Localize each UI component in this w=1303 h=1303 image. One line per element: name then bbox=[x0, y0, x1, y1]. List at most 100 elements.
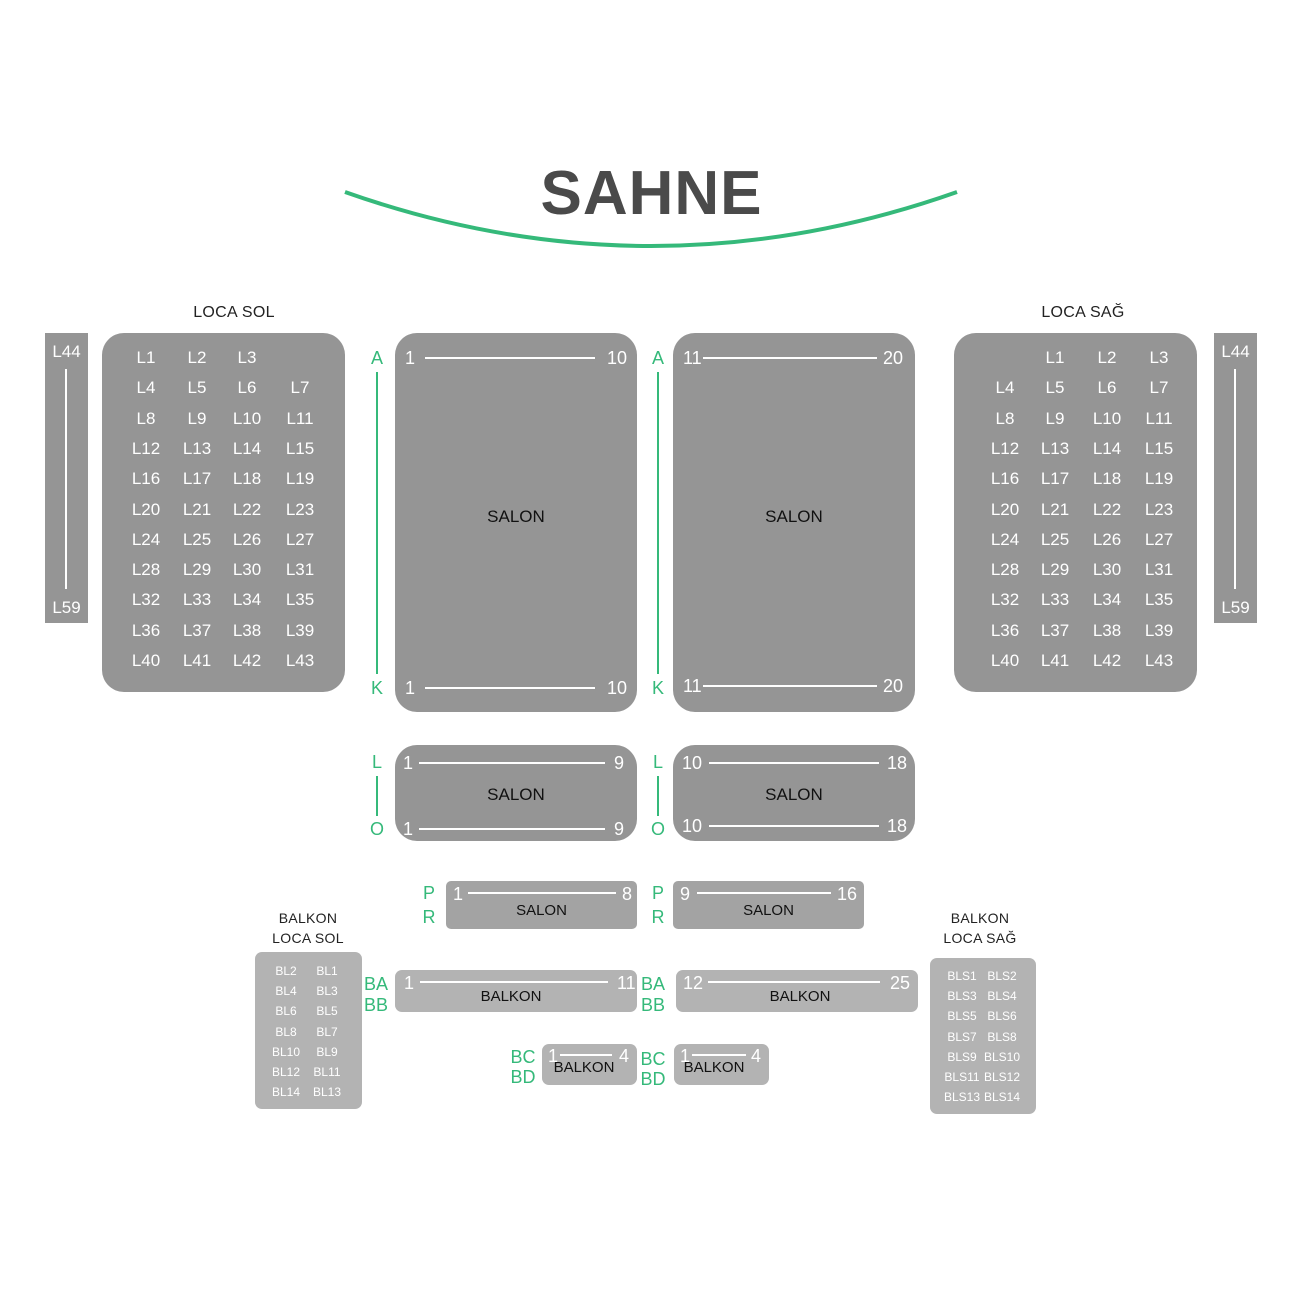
seat-l18[interactable]: L18 bbox=[232, 469, 262, 489]
seat-l8[interactable]: L8 bbox=[995, 408, 1015, 428]
seat-l22[interactable]: L22 bbox=[1092, 499, 1122, 519]
seat-l27[interactable]: L27 bbox=[1144, 529, 1174, 549]
seat-l7[interactable]: L7 bbox=[1149, 378, 1169, 398]
seat-l12[interactable]: L12 bbox=[131, 438, 161, 458]
seat-l41[interactable]: L41 bbox=[182, 651, 212, 670]
seat-l24[interactable]: L24 bbox=[131, 529, 161, 549]
seat-l14[interactable]: L14 bbox=[232, 438, 262, 458]
seat-l17[interactable]: L17 bbox=[182, 469, 212, 489]
seat-l2[interactable]: L2 bbox=[1097, 348, 1117, 367]
seat-l31[interactable]: L31 bbox=[1144, 560, 1174, 580]
seat-l1[interactable]: L1 bbox=[1045, 348, 1065, 367]
seat-l15[interactable]: L15 bbox=[1144, 438, 1174, 458]
seat-l29[interactable]: L29 bbox=[1040, 560, 1070, 580]
seat-l42[interactable]: L42 bbox=[232, 651, 262, 670]
seat-l1[interactable]: L1 bbox=[136, 348, 156, 367]
balkon-cd-right[interactable]: 1 4 BALKON bbox=[674, 1044, 769, 1085]
seat-l38[interactable]: L38 bbox=[1092, 620, 1122, 640]
seat-bl3[interactable]: BL3 bbox=[316, 984, 338, 999]
seat-l37[interactable]: L37 bbox=[182, 620, 212, 640]
seat-l6[interactable]: L6 bbox=[237, 378, 257, 398]
seat-l12[interactable]: L12 bbox=[990, 438, 1020, 458]
seat-bl14[interactable]: BL14 bbox=[271, 1085, 301, 1100]
seat-l6[interactable]: L6 bbox=[1097, 378, 1117, 398]
seat-l39[interactable]: L39 bbox=[1144, 620, 1174, 640]
seat-bl2[interactable]: BL2 bbox=[275, 964, 297, 978]
seat-l24[interactable]: L24 bbox=[990, 529, 1020, 549]
seat-l23[interactable]: L23 bbox=[285, 499, 315, 519]
seat-l39[interactable]: L39 bbox=[285, 620, 315, 640]
seat-bls5[interactable]: BLS5 bbox=[947, 1009, 977, 1024]
seat-l13[interactable]: L13 bbox=[1040, 438, 1070, 458]
seat-bl8[interactable]: BL8 bbox=[275, 1024, 297, 1039]
seat-l28[interactable]: L28 bbox=[990, 560, 1020, 580]
seat-l17[interactable]: L17 bbox=[1040, 469, 1070, 489]
seat-l20[interactable]: L20 bbox=[990, 499, 1020, 519]
seat-bls8[interactable]: BLS8 bbox=[987, 1029, 1017, 1044]
seat-l29[interactable]: L29 bbox=[182, 560, 212, 580]
seat-l25[interactable]: L25 bbox=[182, 529, 212, 549]
seat-l2[interactable]: L2 bbox=[187, 348, 207, 367]
seat-l3[interactable]: L3 bbox=[1149, 348, 1169, 367]
seat-l9[interactable]: L9 bbox=[187, 408, 207, 428]
seat-l7[interactable]: L7 bbox=[290, 378, 310, 398]
seat-l38[interactable]: L38 bbox=[232, 620, 262, 640]
salon-pr-left[interactable]: 1 8 SALON bbox=[446, 881, 637, 929]
seat-l41[interactable]: L41 bbox=[1040, 651, 1070, 670]
balkon-ab-left[interactable]: 1 11 BALKON bbox=[395, 970, 637, 1012]
seat-l28[interactable]: L28 bbox=[131, 560, 161, 580]
seat-bls4[interactable]: BLS4 bbox=[987, 989, 1017, 1004]
seat-l36[interactable]: L36 bbox=[131, 620, 161, 640]
seat-bls9[interactable]: BLS9 bbox=[947, 1049, 977, 1064]
seat-l5[interactable]: L5 bbox=[1045, 378, 1065, 398]
seat-bls2[interactable]: BLS2 bbox=[987, 969, 1017, 983]
seat-l21[interactable]: L21 bbox=[1040, 499, 1070, 519]
seat-bls10[interactable]: BLS10 bbox=[983, 1049, 1021, 1064]
seat-bl10[interactable]: BL10 bbox=[271, 1044, 301, 1059]
salon-mid-right[interactable]: 10 18 SALON 10 18 bbox=[673, 745, 915, 841]
seat-l20[interactable]: L20 bbox=[131, 499, 161, 519]
seat-bl13[interactable]: BL13 bbox=[312, 1085, 342, 1100]
balkon-cd-left[interactable]: 1 4 BALKON bbox=[542, 1044, 637, 1085]
seat-l33[interactable]: L33 bbox=[1040, 590, 1070, 610]
seat-l36[interactable]: L36 bbox=[990, 620, 1020, 640]
seat-bl7[interactable]: BL7 bbox=[316, 1024, 338, 1039]
seat-l16[interactable]: L16 bbox=[131, 469, 161, 489]
seat-bls6[interactable]: BLS6 bbox=[987, 1009, 1017, 1024]
salon-main-right[interactable]: 11 20 SALON 11 20 bbox=[673, 333, 915, 712]
seat-bls11[interactable]: BLS11 bbox=[944, 1070, 980, 1084]
seat-l19[interactable]: L19 bbox=[285, 469, 315, 489]
seat-l16[interactable]: L16 bbox=[990, 469, 1020, 489]
seat-bls7[interactable]: BLS7 bbox=[947, 1029, 977, 1044]
seat-l42[interactable]: L42 bbox=[1092, 651, 1122, 670]
seat-l30[interactable]: L30 bbox=[232, 560, 262, 580]
seat-bl1[interactable]: BL1 bbox=[316, 964, 338, 978]
seat-l30[interactable]: L30 bbox=[1092, 560, 1122, 580]
seat-l34[interactable]: L34 bbox=[1092, 590, 1122, 610]
seat-bl11[interactable]: BL11 bbox=[313, 1065, 341, 1079]
seat-l43[interactable]: L43 bbox=[285, 651, 315, 670]
seat-l31[interactable]: L31 bbox=[285, 560, 315, 580]
seat-l32[interactable]: L32 bbox=[990, 590, 1020, 610]
seat-l26[interactable]: L26 bbox=[232, 529, 262, 549]
seat-l35[interactable]: L35 bbox=[1144, 590, 1174, 610]
seat-bl9[interactable]: BL9 bbox=[316, 1044, 338, 1059]
seat-l19[interactable]: L19 bbox=[1144, 469, 1174, 489]
seat-l10[interactable]: L10 bbox=[1092, 408, 1122, 428]
seat-l32[interactable]: L32 bbox=[131, 590, 161, 610]
seat-l43[interactable]: L43 bbox=[1144, 651, 1174, 670]
seat-l13[interactable]: L13 bbox=[182, 438, 212, 458]
seat-l25[interactable]: L25 bbox=[1040, 529, 1070, 549]
seat-l11[interactable]: L11 bbox=[1145, 408, 1173, 428]
seat-l3[interactable]: L3 bbox=[237, 348, 257, 367]
seat-l15[interactable]: L15 bbox=[285, 438, 315, 458]
seat-l35[interactable]: L35 bbox=[285, 590, 315, 610]
seat-bls1[interactable]: BLS1 bbox=[947, 969, 977, 983]
loca-sol-side-strip[interactable]: L44 L59 bbox=[45, 333, 88, 623]
seat-l33[interactable]: L33 bbox=[182, 590, 212, 610]
salon-pr-right[interactable]: 9 16 SALON bbox=[673, 881, 864, 929]
seat-l34[interactable]: L34 bbox=[232, 590, 262, 610]
salon-main-left[interactable]: 1 10 SALON 1 10 bbox=[395, 333, 637, 712]
